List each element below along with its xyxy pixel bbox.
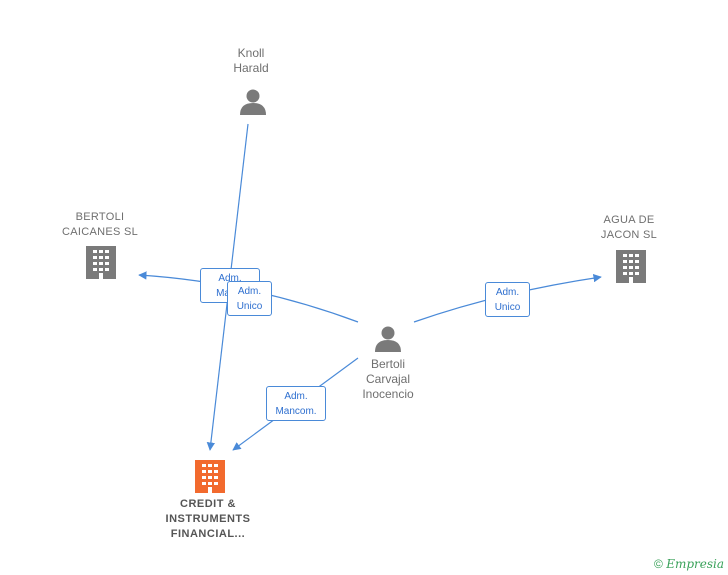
copyright-icon: © — [654, 557, 663, 571]
brand-name: Empresia — [666, 557, 724, 571]
building-icon[interactable] — [616, 250, 646, 283]
building-icon[interactable] — [86, 246, 116, 279]
edge-label-adm-unico-right: Adm. Unico — [485, 282, 530, 317]
node-label-knoll[interactable]: Knoll Harald — [233, 46, 269, 75]
node-label-bertoli-caicanes[interactable]: BERTOLI CAICANES SL — [61, 211, 139, 238]
edge-label-adm-mancom: Adm. Mancom. — [266, 386, 326, 421]
building-icon[interactable] — [195, 460, 225, 493]
person-icon[interactable] — [240, 89, 266, 116]
footer-brand: © Empresia — [654, 557, 724, 571]
person-icon[interactable] — [375, 326, 401, 353]
node-label-agua-jacon[interactable]: AGUA DE JACON SL — [600, 214, 658, 241]
edge-label-adm-unico-left: Adm. Unico — [227, 281, 272, 316]
node-label-bertoli-person[interactable]: Bertoli Carvajal Inocencio — [362, 357, 414, 401]
node-label-credit[interactable]: CREDIT & INSTRUMENTS FINANCIAL... — [165, 498, 251, 540]
